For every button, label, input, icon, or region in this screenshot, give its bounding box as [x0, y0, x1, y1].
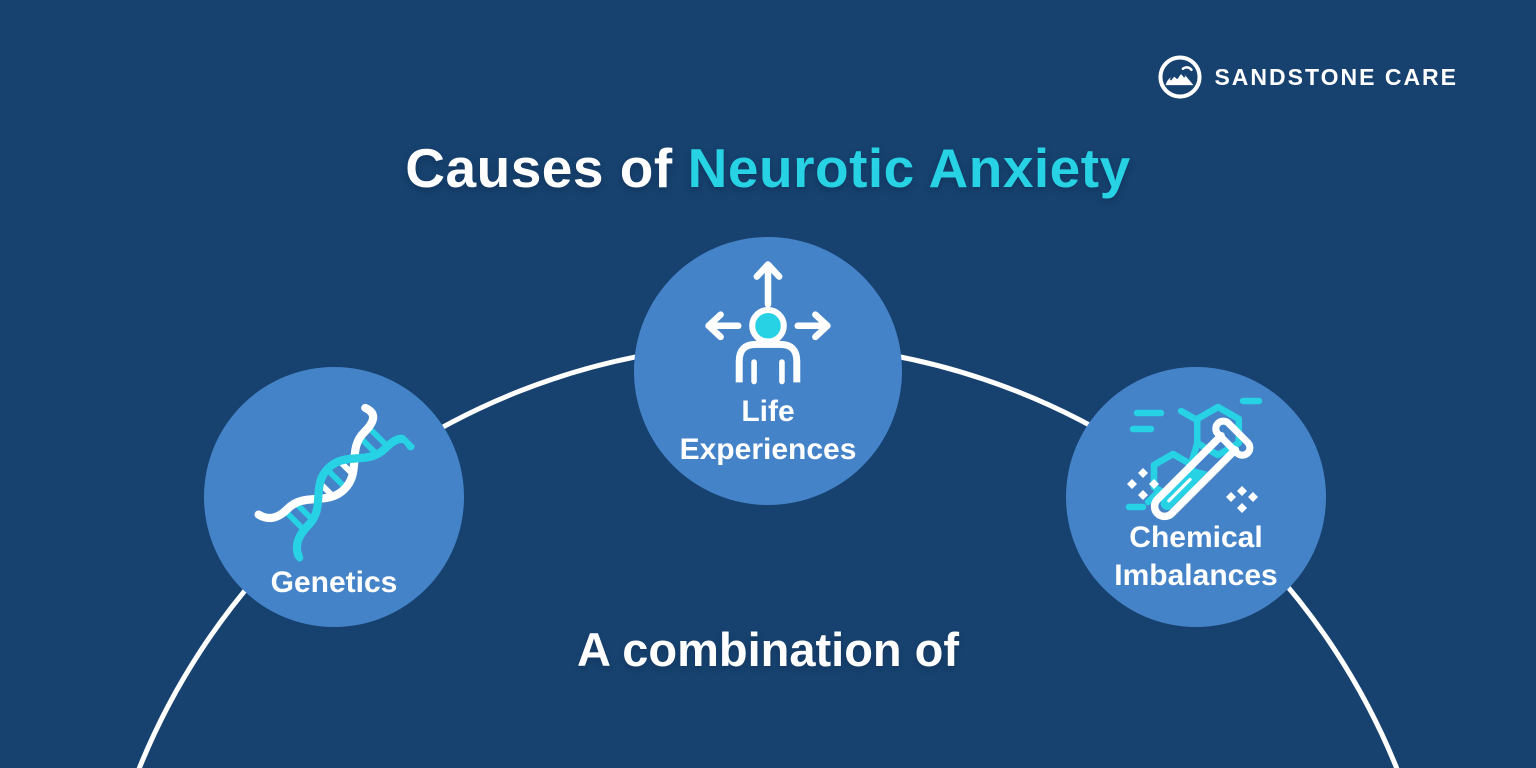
node-genetics: Genetics [204, 367, 464, 627]
dna-icon [246, 393, 422, 569]
title-highlight: Neurotic Anxiety [687, 137, 1131, 199]
node-label-chemical-imbalances: Chemical Imbalances [1114, 521, 1278, 592]
page-title: Causes of Neurotic Anxiety [0, 136, 1536, 200]
person-direction-arrows-icon [703, 257, 833, 394]
caption-text: A combination of [576, 623, 960, 676]
sparkle-dots [1127, 468, 1258, 513]
sandstone-care-mountain-logo-icon [1158, 55, 1203, 99]
node-life-experiences: Life Experiences [634, 237, 902, 505]
brand-logo: SANDSTONE CARE [1157, 54, 1458, 100]
test-tube-molecule-icon [1121, 389, 1271, 534]
node-label-genetics: Genetics [270, 566, 398, 599]
node-label-life-experiences: Life Experiences [679, 395, 857, 466]
title-prefix: Causes of [405, 137, 673, 199]
node-chemical-imbalances: Chemical Imbalances [1066, 367, 1326, 627]
brand-name: SANDSTONE CARE [1214, 63, 1458, 90]
